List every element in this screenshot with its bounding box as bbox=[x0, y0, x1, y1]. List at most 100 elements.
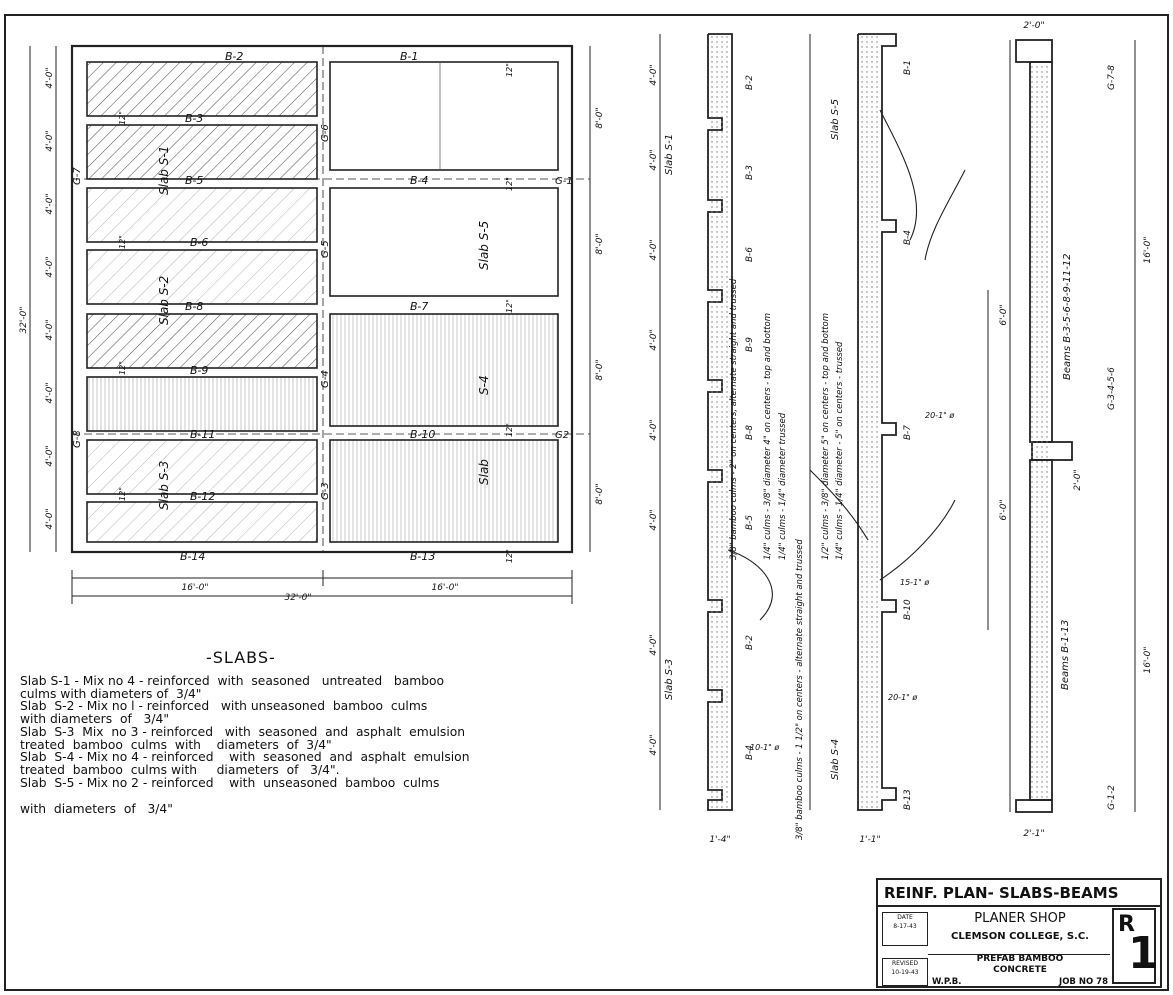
beam-label: B-3 bbox=[185, 112, 203, 125]
panel-s1-a bbox=[86, 61, 318, 117]
bottom-dim: 16'-0" bbox=[181, 583, 208, 593]
left-dim-chain bbox=[29, 46, 57, 552]
section-dim: 4'-0" bbox=[649, 509, 659, 530]
section-dim: 16'-0" bbox=[1143, 236, 1153, 263]
note-line: Slab S-3 Mix no 3 - reinforced with seas… bbox=[20, 724, 466, 739]
section-dim: 4'-0" bbox=[649, 329, 659, 350]
overall-dim: 32'-0" bbox=[19, 306, 29, 333]
reinf-note: 1/4" culms - 3/8" diameter 4" on centers… bbox=[763, 313, 773, 560]
section-width: 1'-1" bbox=[859, 835, 880, 845]
right-dim: 8'-0" bbox=[595, 359, 605, 380]
slab-label: Slab S-2 bbox=[157, 276, 171, 325]
right-dim: 8'-0" bbox=[595, 107, 605, 128]
slab-label: Slab S-5 bbox=[830, 99, 841, 140]
panel-s3-b bbox=[86, 439, 318, 495]
girder-label: G-6 bbox=[320, 124, 331, 142]
section3-top: 2'-0" bbox=[1023, 21, 1044, 31]
title-footer: W.P.B. JOB NO 78 bbox=[932, 977, 1108, 987]
panel-s5-b bbox=[329, 187, 559, 297]
section-1-fill bbox=[709, 35, 731, 809]
girder-group: G-1-2 bbox=[1107, 785, 1117, 810]
bar-callout: 20-1" ø bbox=[888, 693, 917, 702]
bar-callout: 10-1" ø bbox=[750, 743, 779, 752]
revised-label: REVISED bbox=[891, 960, 919, 967]
beam-label: B-9 bbox=[190, 364, 208, 377]
girder-label: G-4 bbox=[320, 370, 331, 388]
beam-label: B-6 bbox=[745, 247, 755, 262]
leader-lines bbox=[727, 109, 966, 621]
date-value: 8-17-43 bbox=[893, 923, 917, 930]
beam-label: B-4 bbox=[745, 745, 755, 760]
panel-s2-c bbox=[86, 313, 318, 369]
girder-label: G-1 bbox=[555, 176, 573, 187]
slab-label: Slab S-5 bbox=[477, 221, 491, 270]
slab-label: Slab bbox=[477, 459, 491, 485]
bar-callout: 20-1" ø bbox=[925, 411, 954, 420]
section-dim: 2'-0" bbox=[1073, 469, 1083, 490]
reinf-note: 3/8" bamboo culms - 1 1/2" on centers - … bbox=[795, 539, 805, 840]
girder-label: G2 bbox=[555, 430, 569, 441]
gap-dim: 12" bbox=[505, 299, 514, 313]
beam-label: B-1 bbox=[400, 50, 418, 63]
beam-label: B-3 bbox=[745, 165, 755, 180]
panel-s4-a bbox=[329, 313, 559, 427]
gap-dim: 12" bbox=[505, 177, 514, 191]
beam-label: B-7 bbox=[410, 300, 428, 313]
note-line: with diameters of 3/4" bbox=[20, 712, 169, 727]
beam-label: B-13 bbox=[410, 550, 435, 563]
left-dim: 4'-0" bbox=[45, 319, 55, 340]
date-label: DATE bbox=[897, 914, 913, 921]
note-line: Slab S-2 - Mix no l - reinforced with un… bbox=[20, 699, 428, 714]
beam-label: B-5 bbox=[185, 174, 203, 187]
subtitle-2: CONCRETE bbox=[993, 965, 1047, 975]
beam-label: B-4 bbox=[903, 230, 913, 245]
beam-label: B-2 bbox=[745, 635, 755, 650]
beam-label: B-2 bbox=[745, 75, 755, 90]
reinf-note: 1/4" culms - 1/4" diameter trussed bbox=[778, 412, 788, 560]
gap-dim: 12" bbox=[505, 549, 514, 563]
beam-label: B-13 bbox=[903, 789, 913, 810]
panel-s1-b bbox=[86, 124, 318, 180]
right-dim: 8'-0" bbox=[595, 483, 605, 504]
sheet-number-box: R 1 bbox=[1112, 908, 1159, 984]
bar-callout: 15-1" ø bbox=[900, 578, 929, 587]
beam-group: Beams B-1-13 bbox=[1060, 620, 1071, 690]
section-dim: 6'-0" bbox=[999, 304, 1009, 325]
beam-sections: B-2B-3B-6B-9B-8B-5B-2B-44'-0"4'-0"4'-0"4… bbox=[649, 21, 1153, 845]
beam-label: B-1 bbox=[903, 60, 913, 75]
note-line: treated bamboo culms with diameters of 3… bbox=[20, 737, 332, 752]
date-box: DATE 8-17-43 bbox=[882, 912, 928, 946]
slab-plan: B-2B-3B-5B-6B-8B-9B-11B-12B-14B-1B-4B-7B… bbox=[19, 44, 605, 604]
job-number: JOB NO 78 bbox=[1059, 977, 1108, 987]
section3-bottom: 2'-1" bbox=[1023, 829, 1044, 839]
title-divider bbox=[928, 954, 1110, 955]
beam-label: B-12 bbox=[190, 490, 215, 503]
beam-label: B-5 bbox=[745, 515, 755, 530]
reinf-note: 1/4" culms - 1/4" diameter - 5" on cente… bbox=[835, 341, 845, 560]
section-dim: 4'-0" bbox=[649, 149, 659, 170]
subtitle-1: PREFAB BAMBOO bbox=[976, 954, 1064, 964]
note-line: culms with diameters of 3/4" bbox=[20, 686, 202, 701]
gap-dim: 12" bbox=[505, 423, 514, 437]
project-name: PLANER SHOP bbox=[974, 911, 1066, 926]
notes-last-line: with diameters of 3/4" bbox=[20, 802, 173, 817]
panel-s3-a bbox=[86, 376, 318, 432]
beam-label: B-6 bbox=[190, 236, 208, 249]
beam-label: B-8 bbox=[745, 425, 755, 440]
revised-value: 10-19-43 bbox=[891, 969, 919, 976]
right-panels bbox=[329, 61, 559, 543]
beam-label: B-11 bbox=[190, 428, 215, 441]
sheet-border bbox=[4, 14, 1169, 991]
panel-s4-b bbox=[329, 439, 559, 543]
right-dim: 8'-0" bbox=[595, 233, 605, 254]
section-dim: 4'-0" bbox=[649, 634, 659, 655]
panel-s3-c bbox=[86, 501, 318, 543]
beam-label: B-14 bbox=[180, 550, 205, 563]
gap-dim: 12" bbox=[118, 361, 127, 375]
girder-label: G-3 bbox=[320, 482, 331, 500]
bottom-dim-lines bbox=[71, 570, 573, 604]
left-dim: 4'-0" bbox=[45, 193, 55, 214]
section-3-fill bbox=[1031, 63, 1051, 800]
title-block-title: REINF. PLAN- SLABS-BEAMS bbox=[878, 880, 1160, 907]
